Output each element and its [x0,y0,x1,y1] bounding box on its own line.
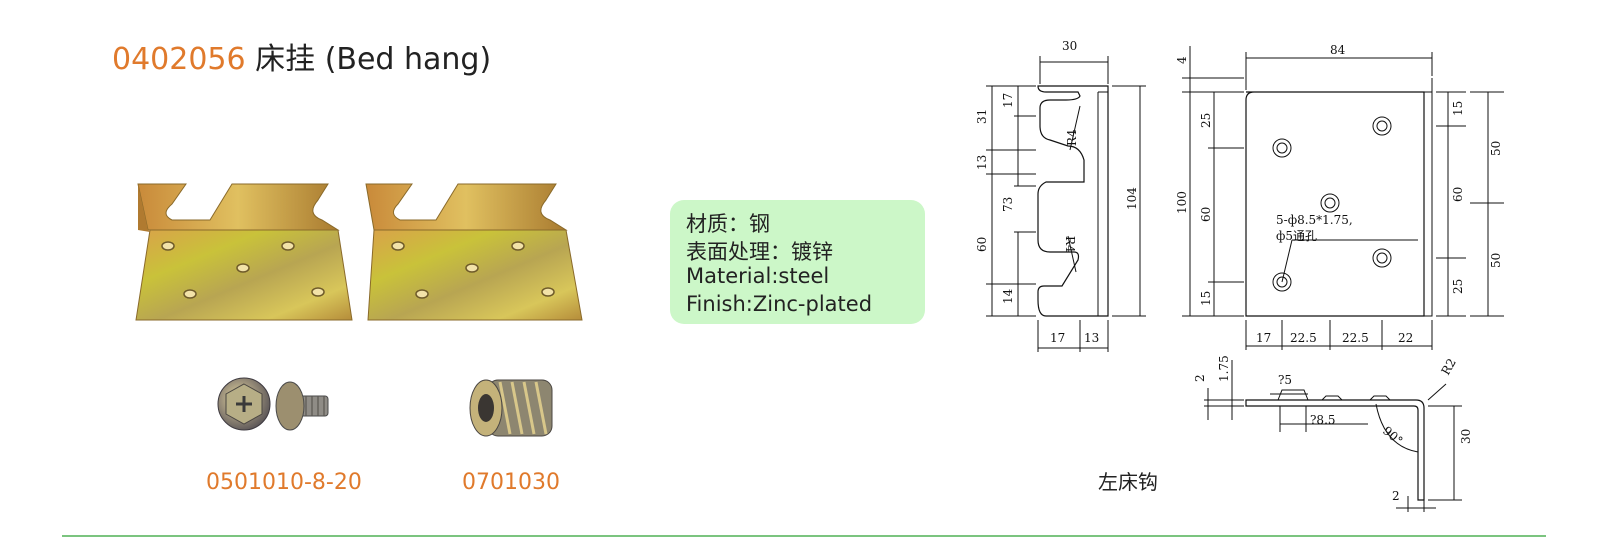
dim-side-13: 13 [975,155,989,170]
dim-side-73: 73 [1001,197,1015,212]
dim-front-right-15: 15 [1451,101,1465,116]
drawing-caption: 左床钩 [1098,470,1158,494]
product-photos [135,183,583,437]
dim-front-bottom-17: 17 [1256,331,1271,345]
spec-material-cn: 材质：钢 [686,212,770,236]
dim-side-r4-bottom: R4 [1063,236,1077,253]
dim-section-1-75: 1.75 [1217,355,1231,382]
section-view [1204,360,1462,512]
dim-front-outer-50-bottom: 50 [1489,253,1503,268]
dim-section-30: 30 [1459,429,1473,444]
dim-side-17: 17 [1001,93,1015,108]
spec-box: 材质：钢 表面处理：镀锌 Material:steel Finish:Zinc-… [670,200,925,324]
side-view [986,56,1146,352]
dim-side-bottom-13: 13 [1084,331,1099,345]
nut-part-code: 0701030 [462,470,560,495]
dim-side-14: 14 [1001,288,1015,304]
dim-section-hole-large: ?8.5 [1310,413,1336,427]
product-code: 0402056 [112,42,246,77]
section-view-labels: 2 1.75 ?5 ?8.5 R2 90° 30 2 [1193,355,1473,503]
dim-front-right-25: 25 [1451,279,1465,294]
spec-material-en: Material:steel [686,264,830,288]
dim-front-15: 15 [1199,291,1213,306]
dim-front-bottom-22-5-a: 22.5 [1290,331,1317,345]
dim-front-4: 4 [1175,56,1189,64]
dim-side-top: 30 [1062,39,1077,53]
dim-section-hole-small: ?5 [1278,373,1292,387]
front-view-labels: 4 84 25 100 60 15 15 60 25 50 50 17 22.5… [1175,43,1503,345]
side-view-labels: 30 31 17 13 73 60 14 104 R4 R4 17 13 [975,39,1139,345]
dim-front-bottom-22: 22 [1398,331,1413,345]
insert-nut-photo [469,379,553,437]
dim-section-2: 2 [1193,374,1207,382]
dim-section-r2: R2 [1438,356,1458,377]
dim-front-25: 25 [1199,113,1213,128]
bolt-part-code: 0501010-8-20 [206,470,362,495]
dim-side-31: 31 [975,109,989,124]
front-view [1182,46,1504,350]
hole-note-2: ф5通孔 [1276,229,1317,243]
spec-finish-cn: 表面处理：镀锌 [686,240,833,264]
dim-front-60: 60 [1199,207,1213,222]
bracket-photo-2 [365,183,583,321]
dim-side-60: 60 [975,237,989,252]
product-name: 床挂 (Bed hang) [255,42,492,77]
bracket-photo-1 [135,183,353,321]
dim-front-100: 100 [1175,191,1189,214]
dim-front-outer-50-top: 50 [1489,141,1503,156]
dim-side-bottom-17: 17 [1050,331,1065,345]
bolt-photo [217,377,329,431]
dim-side-r4-top: R4 [1065,129,1079,146]
bottom-divider [62,535,1546,537]
hole-note-1: 5-ф8.5*1.75, [1276,213,1353,227]
dim-front-84: 84 [1330,43,1346,57]
dim-side-104: 104 [1125,187,1139,210]
dim-section-flange-2: 2 [1392,489,1400,503]
dim-front-bottom-22-5-b: 22.5 [1342,331,1369,345]
product-title: 0402056 床挂 (Bed hang) [112,34,491,78]
dim-front-right-60: 60 [1451,187,1465,202]
spec-finish-en: Finish:Zinc-plated [686,292,873,316]
